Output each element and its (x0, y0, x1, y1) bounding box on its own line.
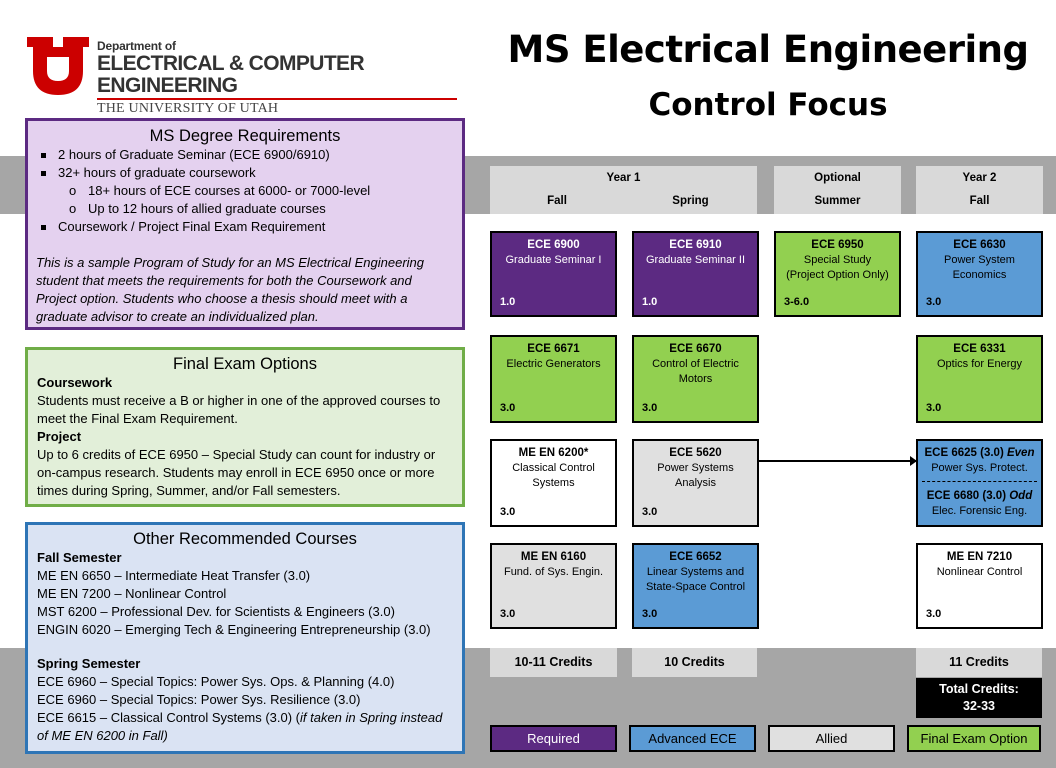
summer-label: Summer (814, 195, 861, 207)
course-ece-6630: ECE 6630 Power System Economics 3.0 (916, 231, 1043, 317)
legend-allied: Allied (768, 725, 895, 752)
list-item: ECE 6960 – Special Topics: Power Sys. Re… (37, 692, 361, 707)
legend-advanced-ece: Advanced ECE (629, 725, 756, 752)
program-note: This is a sample Program of Study for an… (36, 255, 425, 324)
optional-label: Optional (814, 172, 861, 184)
coursework-label: Coursework (37, 375, 113, 390)
university-u-icon (27, 37, 89, 95)
year2-header: Year 2 Fall (916, 166, 1043, 214)
project-text: Up to 6 credits of ECE 6950 – Special St… (37, 447, 436, 498)
year1-header: Year 1 Fall Spring (490, 166, 757, 214)
course-ece-6671: ECE 6671 Electric Generators 3.0 (490, 335, 617, 423)
logo-department-text: Department of (97, 39, 176, 53)
course-ece-6625-6680: ECE 6625 (3.0) Even Power Sys. Protect. … (916, 439, 1043, 527)
course-me-en-6160: ME EN 6160 Fund. of Sys. Engin. 3.0 (490, 543, 617, 629)
course-ece-6625: ECE 6625 (3.0) Even Power Sys. Protect. (924, 447, 1035, 474)
spring-semester-label: Spring Semester (37, 656, 141, 671)
requirement-item: Coursework / Project Final Exam Requirem… (36, 218, 454, 236)
requirement-subitem: Up to 12 hours of allied graduate course… (36, 200, 454, 218)
course-ece-6670: ECE 6670 Control of Electric Motors 3.0 (632, 335, 759, 423)
logo-divider (97, 98, 457, 100)
course-ece-6680: ECE 6680 (3.0) Odd Elec. Forensic Eng. (926, 490, 1033, 517)
degree-requirements-box: MS Degree Requirements 2 hours of Gradua… (25, 118, 465, 330)
spring1-label: Spring (672, 195, 709, 207)
requirement-item: 2 hours of Graduate Seminar (ECE 6900/69… (36, 146, 454, 164)
course-ece-6910: ECE 6910 Graduate Seminar II 1.0 (632, 231, 759, 317)
summer-header: Optional Summer (774, 166, 901, 214)
year2-label: Year 2 (962, 172, 997, 184)
fall1-credits: 10-11 Credits (490, 648, 617, 677)
year1-label: Year 1 (606, 172, 641, 184)
fall-semester-label: Fall Semester (37, 550, 122, 565)
exam-heading: Final Exam Options (173, 355, 317, 373)
course-ece-6652: ECE 6652 Linear Systems and State-Space … (632, 543, 759, 629)
list-item: ME EN 6650 – Intermediate Heat Transfer … (37, 568, 311, 583)
final-exam-options-box: Final Exam Options Coursework Students m… (25, 347, 465, 507)
legend-required: Required (490, 725, 617, 752)
other-heading: Other Recommended Courses (133, 530, 357, 548)
split-divider (922, 481, 1037, 482)
logo-name-text: ELECTRICAL & COMPUTER ENGINEERING (97, 52, 365, 97)
page-title: MS Electrical Engineering (507, 28, 1029, 71)
list-item: ME EN 7200 – Nonlinear Control (37, 586, 227, 601)
requirement-item: 32+ hours of graduate coursework (36, 164, 454, 182)
coursework-text: Students must receive a B or higher in o… (37, 393, 441, 426)
page-subtitle: Control Focus (648, 87, 888, 123)
prerequisite-arrow (757, 456, 917, 466)
logo-university-text: THE UNIVERSITY OF UTAH (97, 101, 279, 116)
course-ece-6900: ECE 6900 Graduate Seminar I 1.0 (490, 231, 617, 317)
other-courses-box: Other Recommended Courses Fall Semester … (25, 522, 465, 754)
course-ece-5620: ECE 5620 Power Systems Analysis 3.0 (632, 439, 759, 527)
department-logo: Department of ELECTRICAL & COMPUTER ENGI… (27, 37, 467, 116)
course-me-en-7210: ME EN 7210 Nonlinear Control 3.0 (916, 543, 1043, 629)
course-ece-6331: ECE 6331 Optics for Energy 3.0 (916, 335, 1043, 423)
fall2-label: Fall (969, 195, 990, 207)
fall1-label: Fall (547, 195, 567, 207)
requirements-heading: MS Degree Requirements (149, 127, 341, 145)
list-item: MST 6200 – Professional Dev. for Scienti… (37, 604, 395, 619)
legend-final-exam-option: Final Exam Option (907, 725, 1041, 752)
spring1-credits: 10 Credits (632, 648, 757, 677)
project-label: Project (37, 429, 82, 444)
fall2-credits: 11 Credits (916, 648, 1042, 677)
list-item: ENGIN 6020 – Emerging Tech & Engineering… (37, 622, 431, 637)
course-ece-6950: ECE 6950 Special Study (Project Option O… (774, 231, 901, 317)
total-credits: Total Credits: 32-33 (916, 678, 1042, 718)
course-me-en-6200: ME EN 6200* Classical Control Systems 3.… (490, 439, 617, 527)
requirement-subitem: 18+ hours of ECE courses at 6000- or 700… (36, 182, 454, 200)
list-item: ECE 6615 – Classical Control Systems (3.… (37, 710, 443, 743)
list-item: ECE 6960 – Special Topics: Power Sys. Op… (37, 674, 395, 689)
